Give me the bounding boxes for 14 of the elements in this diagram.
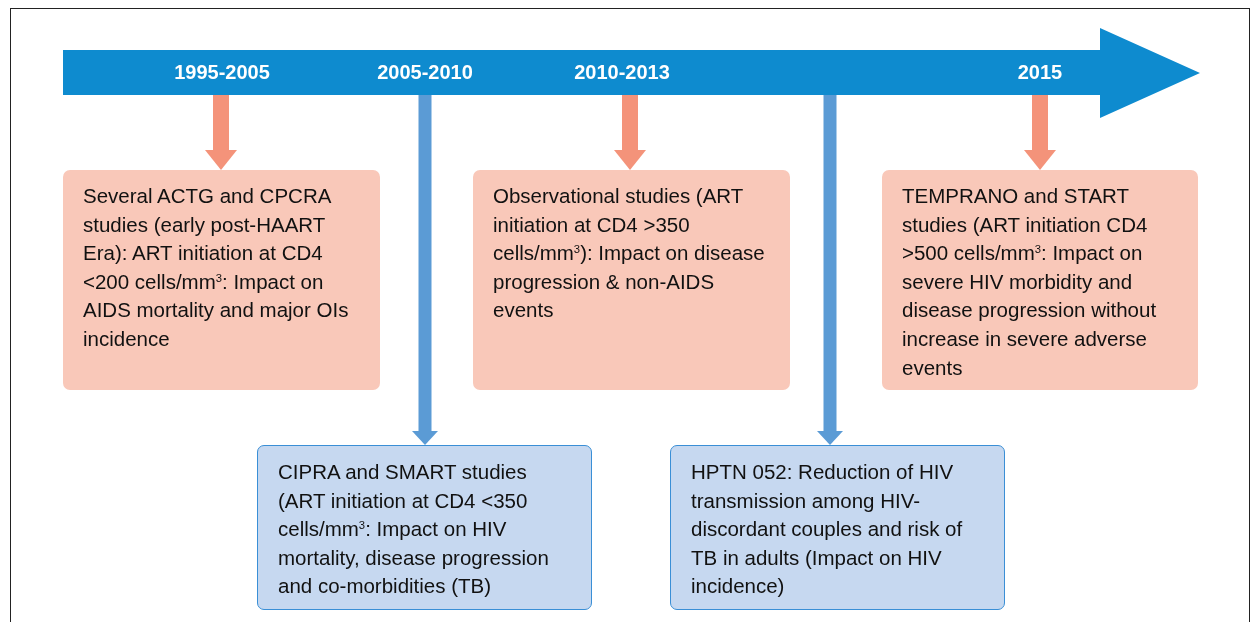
arrow [1024, 95, 1056, 170]
arrow [412, 95, 438, 445]
year-label: 1995-2005 [157, 50, 287, 95]
study-box: Observational studies (ART initiation at CD4 >350 cells/mm$^{3}$): Impact on disease progression & non-AIDS events [473, 170, 790, 390]
study-box: Several ACTG and CPCRA studies (early post-HAART Era): ART initiation at CD4 <200 cells/mm$^{3}$: Impact on AIDS mortality and major OIs incidence [63, 170, 380, 390]
study-box: TEMPRANO and START studies (ART initiation CD4 >500 cells/mm$^{3}$: Impact on severe HIV morbidity and disease progression without increase in severe adverse events [882, 170, 1198, 390]
arrow [614, 95, 646, 170]
study-box: CIPRA and SMART studies (ART initiation at CD4 <350 cells/mm$^{3}$: Impact on HIV mortality, disease progression and co-morbidities (TB) [257, 445, 592, 610]
year-label: 2015 [985, 50, 1095, 95]
study-box: HPTN 052: Reduction of HIV transmission among HIV-discordant couples and risk of TB in adults (Impact on HIV incidence) [670, 445, 1005, 610]
arrow [817, 95, 843, 445]
arrow [205, 95, 237, 170]
year-label: 2005-2010 [360, 50, 490, 95]
year-label: 2010-2013 [557, 50, 687, 95]
